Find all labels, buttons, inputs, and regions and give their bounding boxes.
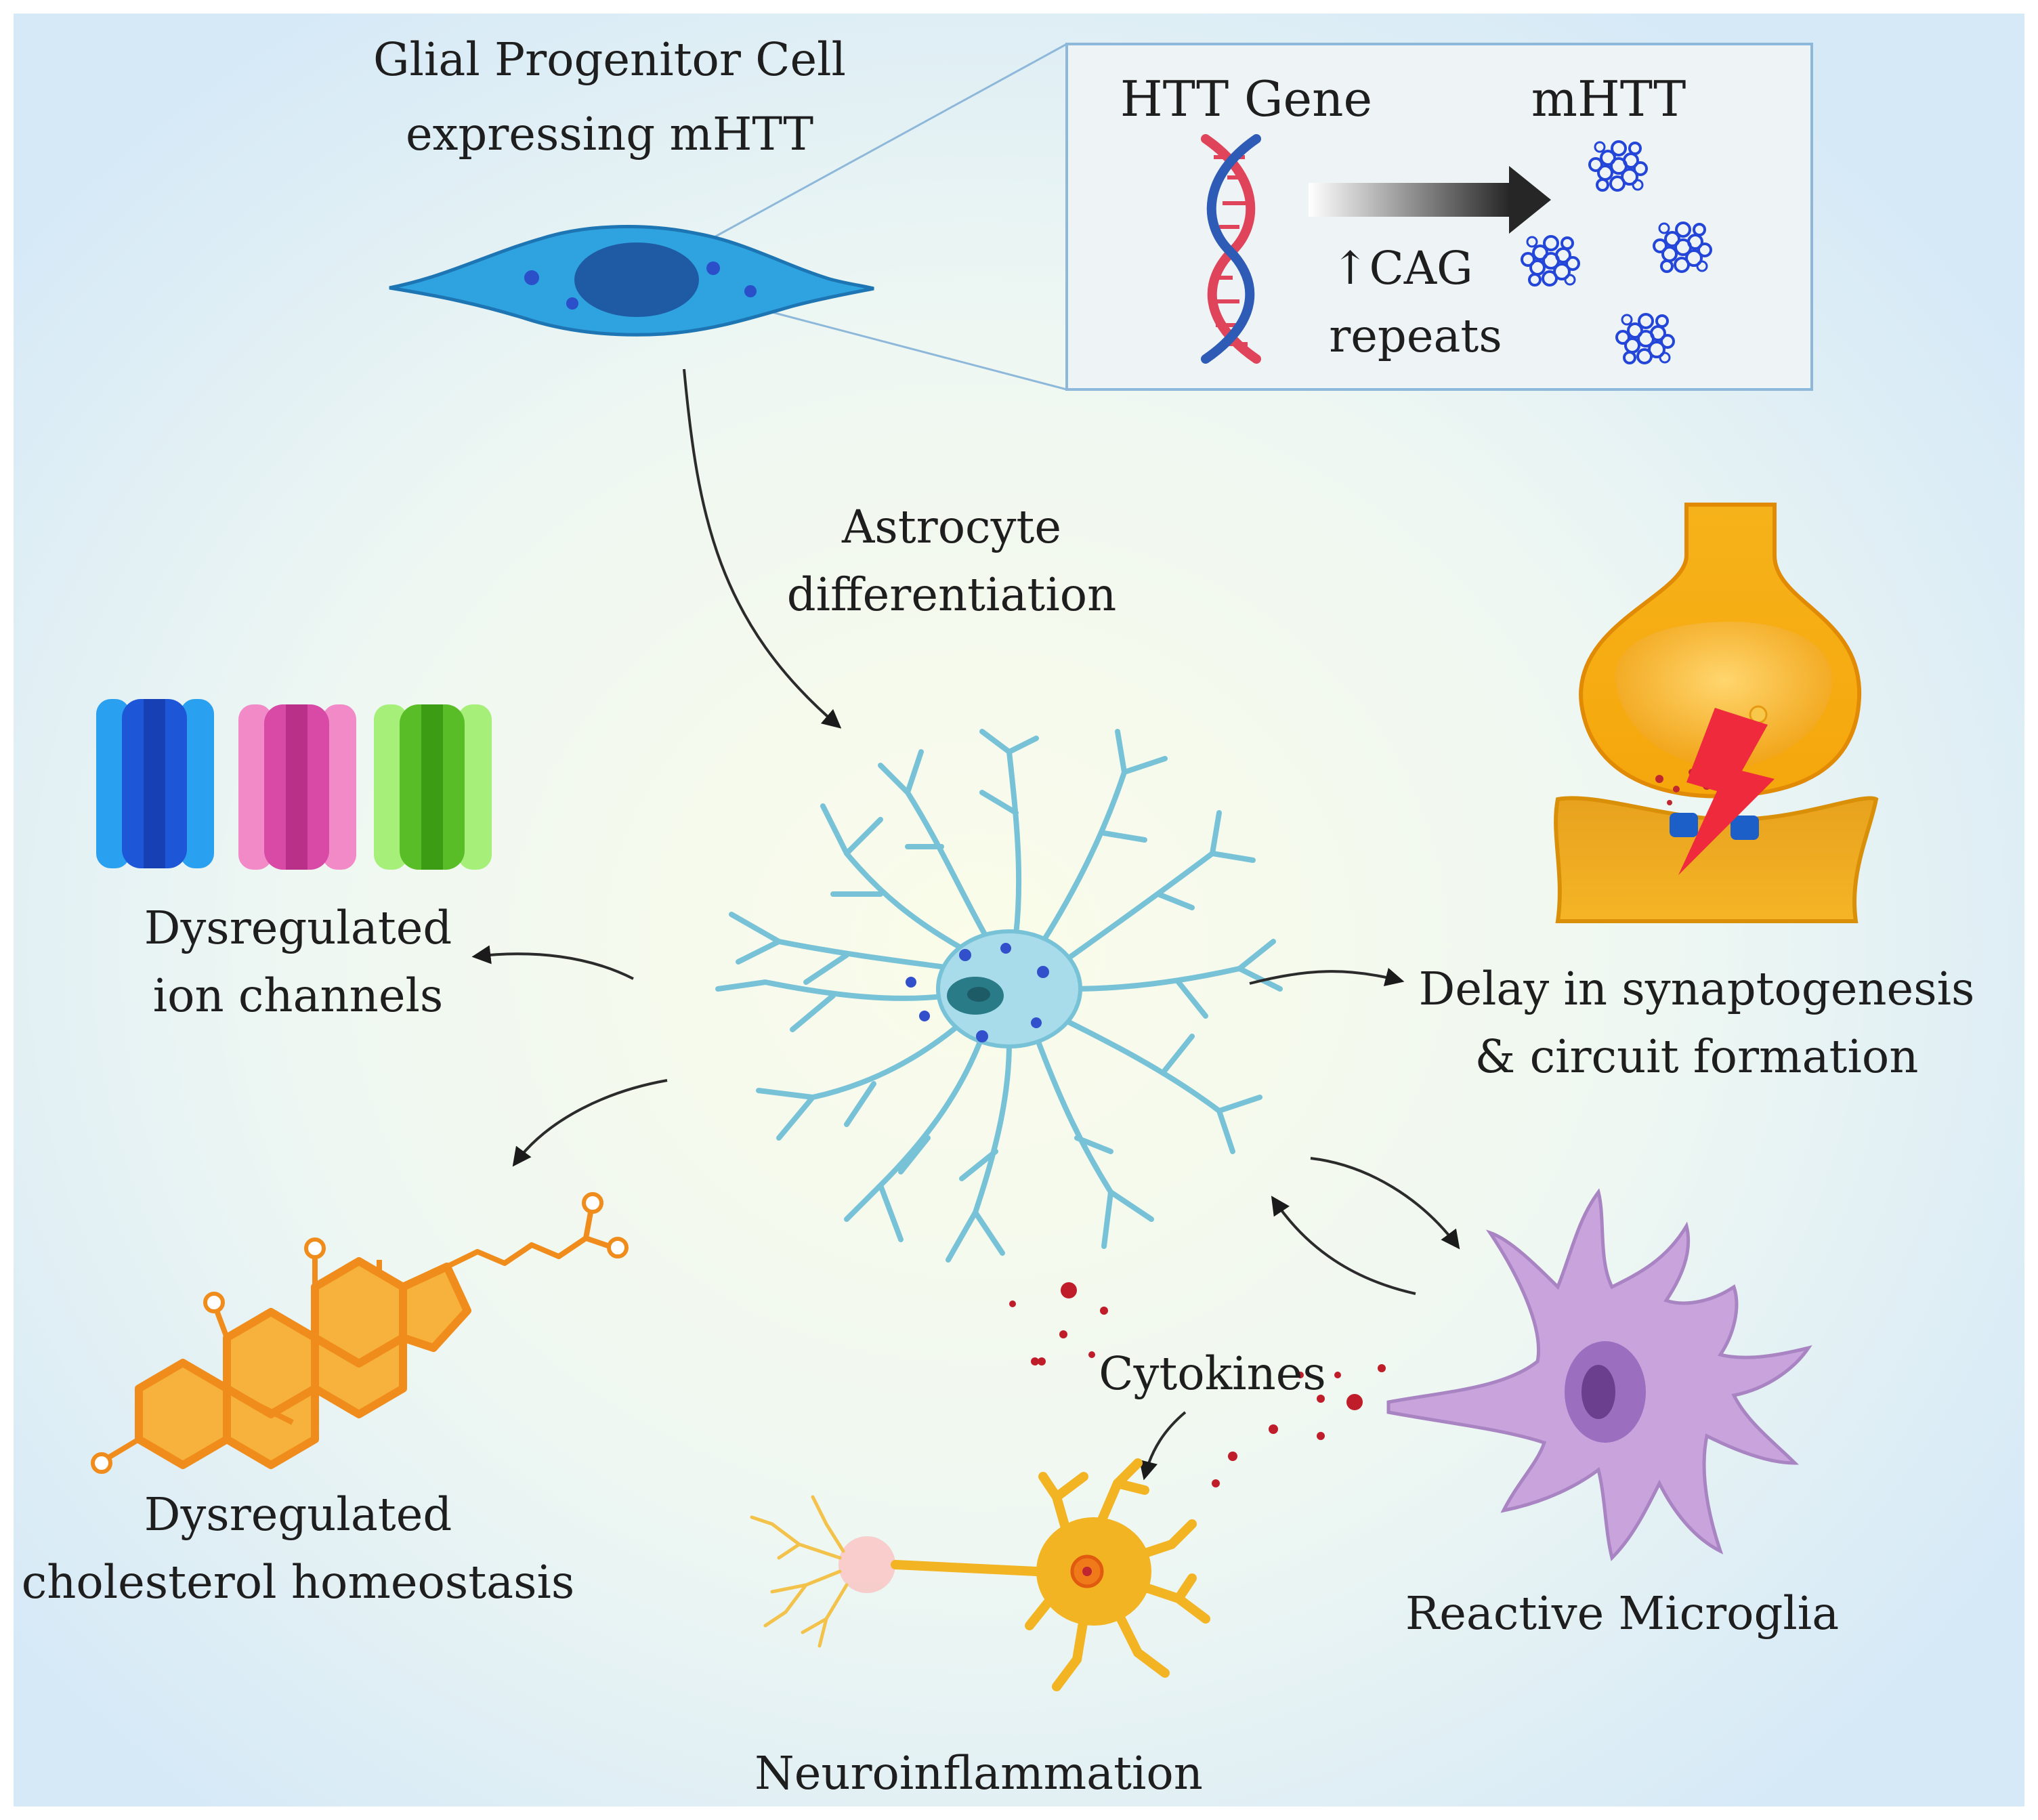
htt-gene-label: HTT Gene xyxy=(1120,70,1373,127)
neuron-icon xyxy=(750,1458,1210,1691)
synaptogenesis-label-line2: & circuit formation xyxy=(1474,1030,1919,1083)
glial-cell-title-line2: expressing mHTT xyxy=(405,108,814,161)
arrow-to-ion-channels xyxy=(471,945,634,980)
cytokine-dots xyxy=(1009,1282,1386,1487)
dna-helix-icon xyxy=(1201,134,1261,364)
arrow-to-neuroinflammation xyxy=(1139,1411,1187,1481)
astrocyte-mhtt-dots xyxy=(906,943,1049,1042)
cag-label-line1: ↑CAG xyxy=(1331,242,1473,295)
synaptogenesis-label-line1: Delay in synaptogenesis xyxy=(1418,962,1975,1015)
cytokines-label: Cytokines xyxy=(1099,1347,1326,1400)
arrow-to-cholesterol xyxy=(512,1079,668,1167)
astrocyte-body xyxy=(936,929,1082,1049)
neuroinflammation-label: Neuroinflammation xyxy=(755,1747,1203,1800)
cag-label-line2: repeats xyxy=(1329,310,1502,362)
astrocyte-differentiation-line1: Astrocyte xyxy=(841,501,1062,553)
synapse-icon xyxy=(1554,503,1879,923)
mhtt-label: mHTT xyxy=(1531,70,1686,127)
ion-channels-label-line2: ion channels xyxy=(152,969,444,1022)
cholesterol-molecule-icon xyxy=(91,1192,629,1474)
astrocyte-differentiation-line2: differentiation xyxy=(786,568,1117,621)
microglia-icon xyxy=(1386,1188,1812,1561)
ion-channels-label-line1: Dysregulated xyxy=(144,902,452,954)
differentiation-arrow xyxy=(683,368,842,729)
ion-channel-icon xyxy=(96,699,492,870)
astrocyte-icon xyxy=(715,729,1283,1263)
glial-cell-title-line1: Glial Progenitor Cell xyxy=(373,33,846,86)
cholesterol-label-line2: cholesterol homeostasis xyxy=(21,1556,575,1609)
expression-arrow xyxy=(1309,166,1551,234)
arrow-to-microglia xyxy=(1310,1157,1460,1250)
arrow-from-microglia xyxy=(1271,1195,1416,1295)
arrow-to-synaptogenesis xyxy=(1249,967,1405,987)
reactive-microglia-label: Reactive Microglia xyxy=(1405,1587,1840,1640)
glial-progenitor-cell-icon xyxy=(389,225,874,337)
cholesterol-label-line1: Dysregulated xyxy=(144,1488,452,1541)
